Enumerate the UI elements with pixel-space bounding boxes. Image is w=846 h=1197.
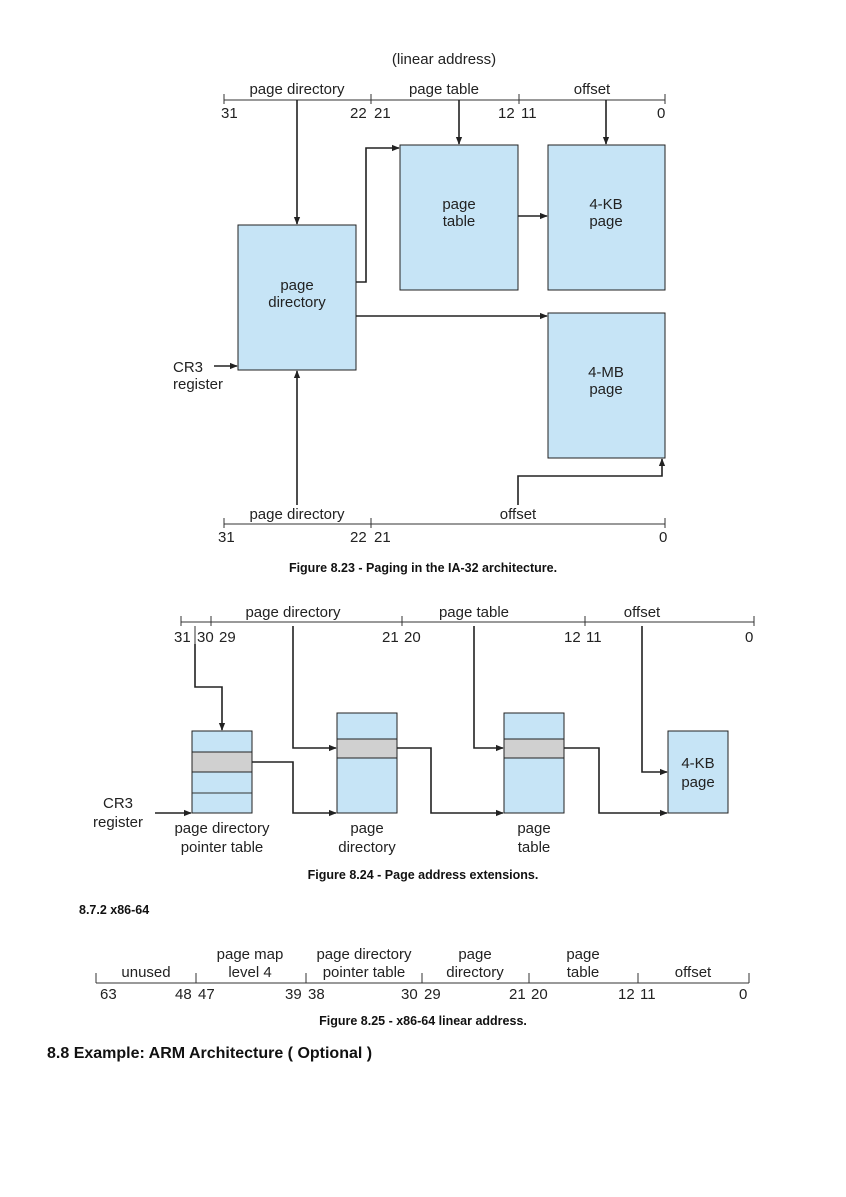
figure-caption: Figure 8.23 - Paging in the IA-32 archit… xyxy=(289,561,557,575)
figure-8-25: unused page map level 4 page directory p… xyxy=(95,946,750,1028)
arrow-pdpt-to-pd xyxy=(252,761,337,817)
arrow-pd-to-pt xyxy=(397,747,504,817)
pt-label: page xyxy=(517,820,550,837)
mb-page-box-label: 4-MB xyxy=(588,364,624,381)
bit-label: 11 xyxy=(521,105,537,122)
field-page-directory: page xyxy=(458,946,491,963)
field-offset: offset xyxy=(500,506,537,523)
arrow-offset xyxy=(641,626,668,776)
field-page-table: page table xyxy=(439,604,509,621)
bit-label: 22 xyxy=(350,529,367,546)
field-offset: offset xyxy=(675,964,712,981)
bit-label: 11 xyxy=(640,986,656,1003)
field-pml4: level 4 xyxy=(228,964,271,981)
bit-label: 0 xyxy=(657,105,665,122)
bit-label: 21 xyxy=(374,529,391,546)
kb-page-box-label: 4-KB xyxy=(681,755,714,772)
field-page-directory: page directory xyxy=(249,506,345,523)
pd-label: page xyxy=(350,820,383,837)
page-directory-box-label: page xyxy=(280,277,313,294)
arrow-pd-index xyxy=(292,626,337,752)
field-page-table: table xyxy=(567,964,600,981)
cr3-label: CR3 xyxy=(103,795,133,812)
kb-page-box xyxy=(667,730,729,814)
linear-address-label: (linear address) xyxy=(392,51,496,68)
bit-label: 31 xyxy=(218,529,235,546)
arrow-pt-index xyxy=(473,626,504,752)
field-page-directory: directory xyxy=(446,964,504,981)
page-directory-box-label: directory xyxy=(268,294,326,311)
field-page-table: page table xyxy=(409,81,479,98)
page-directory-box xyxy=(237,224,357,371)
kb-page-box xyxy=(547,144,666,291)
cr3-label: register xyxy=(93,814,143,831)
bit-label: 21 xyxy=(382,629,399,646)
figure-8-23: (linear address) page directory page tab… xyxy=(173,51,667,575)
field-offset: offset xyxy=(574,81,611,98)
bit-label: 63 xyxy=(100,986,117,1003)
field-unused: unused xyxy=(121,964,170,981)
cr3-label: CR3 xyxy=(173,359,203,376)
field-pml4: page map xyxy=(217,946,284,963)
pd-label: directory xyxy=(338,839,396,856)
field-page-directory: page directory xyxy=(245,604,341,621)
mb-page-box xyxy=(547,312,666,459)
field-page-table: page xyxy=(566,946,599,963)
figure-8-24: page directory page table offset 31 30 2… xyxy=(93,604,755,882)
figure-caption: Figure 8.24 - Page address extensions. xyxy=(308,868,539,882)
pdpt-label: pointer table xyxy=(181,839,264,856)
bit-label: 20 xyxy=(404,629,421,646)
bit-label: 29 xyxy=(219,629,236,646)
bit-label: 0 xyxy=(745,629,753,646)
bit-label: 48 xyxy=(175,986,192,1003)
fig23-bottom-address-bar: page directory offset 31 22 21 0 xyxy=(218,506,667,546)
pt-label: table xyxy=(518,839,551,856)
field-pdpt: pointer table xyxy=(323,964,406,981)
kb-page-box-label: 4-KB xyxy=(589,196,622,213)
page-table-box-label: table xyxy=(443,213,476,230)
mb-page-box-label: page xyxy=(589,381,622,398)
bit-label: 21 xyxy=(509,986,526,1003)
page-table-box xyxy=(399,144,519,291)
section-heading: 8.8 Example: ARM Architecture ( Optional… xyxy=(47,1045,373,1062)
kb-page-box-label: page xyxy=(681,774,714,791)
fig24-address-bar: page directory page table offset 31 30 2… xyxy=(174,604,755,646)
bit-label: 0 xyxy=(659,529,667,546)
bit-label: 29 xyxy=(424,986,441,1003)
field-page-directory: page directory xyxy=(249,81,345,98)
pt-box xyxy=(503,712,565,814)
bit-label: 21 xyxy=(374,105,391,122)
bit-label: 38 xyxy=(308,986,325,1003)
arrow-pdpt-index xyxy=(194,644,226,731)
bit-label: 20 xyxy=(531,986,548,1003)
field-pdpt: page directory xyxy=(316,946,412,963)
arrow-pagedir-to-pagetable xyxy=(356,144,400,283)
field-offset: offset xyxy=(624,604,661,621)
arrow-pt-to-page xyxy=(564,747,668,817)
bit-label: 39 xyxy=(285,986,302,1003)
bit-label: 12 xyxy=(564,629,581,646)
arrow-offset-to-mbpage xyxy=(517,458,666,505)
bit-label: 31 xyxy=(221,105,238,122)
kb-page-box-label: page xyxy=(589,213,622,230)
bit-label: 0 xyxy=(739,986,747,1003)
page-table-box-label: page xyxy=(442,196,475,213)
bit-label: 47 xyxy=(198,986,215,1003)
bit-label: 12 xyxy=(618,986,635,1003)
bit-label: 30 xyxy=(197,629,214,646)
pdpt-box xyxy=(191,730,253,814)
bit-label: 31 xyxy=(174,629,191,646)
bit-label: 11 xyxy=(586,629,602,646)
pd-box xyxy=(336,712,398,814)
bit-label: 22 xyxy=(350,105,367,122)
subsection-heading: 8.7.2 x86-64 xyxy=(79,903,150,917)
pdpt-label: page directory xyxy=(174,820,270,837)
fig23-top-address-bar: page directory page table offset 31 22 2… xyxy=(221,81,666,122)
figure-caption: Figure 8.25 - x86-64 linear address. xyxy=(319,1014,527,1028)
bit-label: 12 xyxy=(498,105,515,122)
bit-label: 30 xyxy=(401,986,418,1003)
cr3-label: register xyxy=(173,376,223,393)
